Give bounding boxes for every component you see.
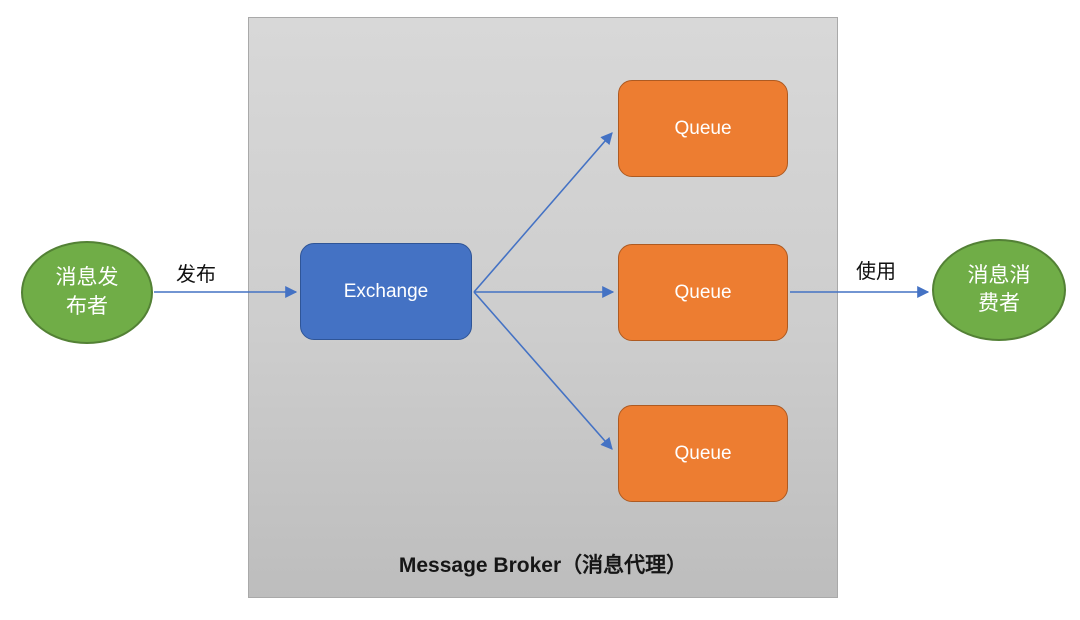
publisher-label: 消息发 布者 bbox=[55, 266, 119, 318]
queue-top-label: Queue bbox=[674, 117, 732, 139]
queue-bottom-label: Queue bbox=[674, 442, 732, 464]
exchange-node: Exchange bbox=[300, 243, 472, 340]
queue-node-middle: Queue bbox=[618, 244, 788, 341]
queue-node-bottom: Queue bbox=[618, 405, 788, 502]
queue-middle-label: Queue bbox=[674, 281, 732, 303]
consumer-node: 消息消 费者 bbox=[932, 239, 1066, 341]
broker-title: Message Broker（消息代理） bbox=[398, 554, 688, 577]
consume-edge-label: 使用 bbox=[856, 261, 896, 283]
queue-node-top: Queue bbox=[618, 80, 788, 177]
publish-edge-label: 发布 bbox=[176, 264, 216, 286]
exchange-label: Exchange bbox=[343, 280, 429, 302]
publisher-node: 消息发 布者 bbox=[21, 241, 153, 344]
consumer-label: 消息消 费者 bbox=[967, 263, 1031, 315]
